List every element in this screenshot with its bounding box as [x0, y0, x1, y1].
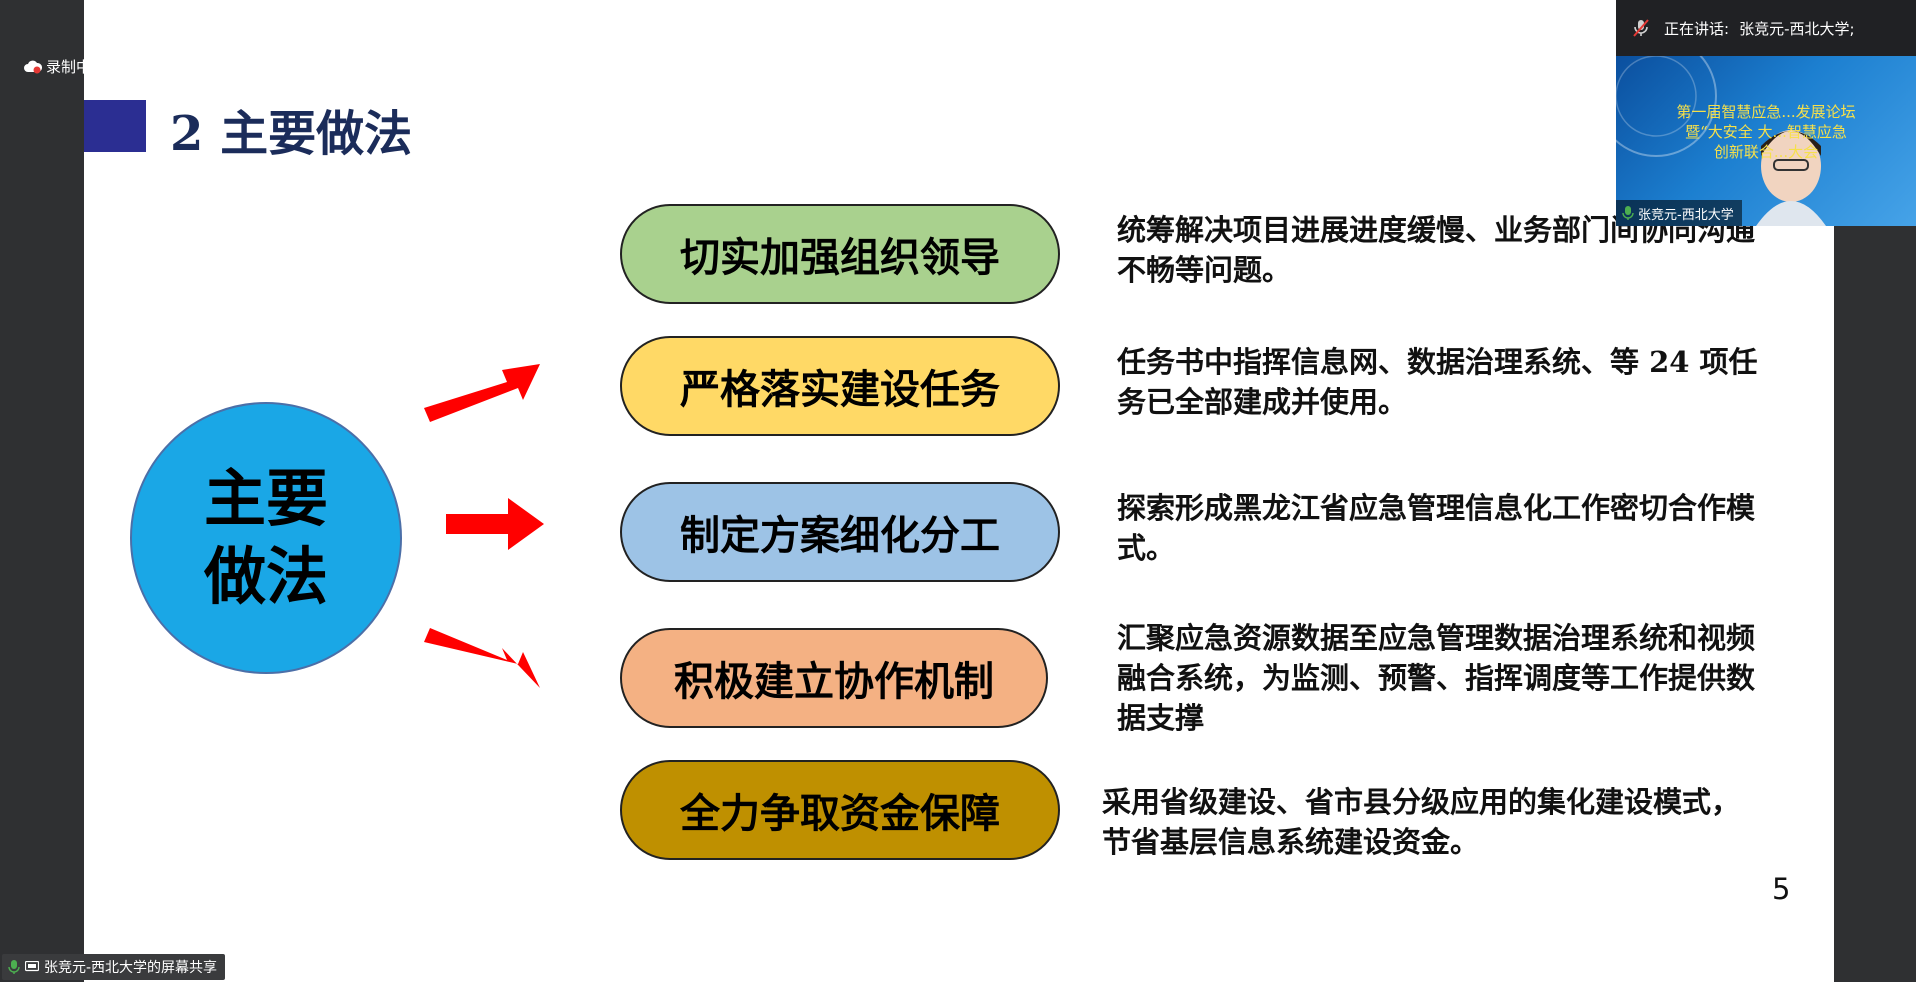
banner-line: 暨“大安全 大...智慧应急 [1685, 123, 1847, 141]
screen-share-text: 张竞元-西北大学的屏幕共享 [44, 960, 218, 976]
pill-item-3: 制定方案细化分工 [620, 482, 1060, 582]
banner-line: 第一届智慧应急...发展论坛 [1676, 103, 1856, 121]
active-speaker-panel[interactable]: 正在讲话: 张竞元-西北大学; 第一届智慧应急...发展论坛 暨“大安全 大..… [1616, 0, 1916, 226]
slide-page-number: 5 [1772, 872, 1791, 906]
pill-label: 制定方案细化分工 [680, 513, 1000, 559]
slide-title: 2 主要做法 [170, 106, 413, 162]
description-5: 采用省级建设、省市县分级应用的集化建设模式，节省基层信息系统建设资金。 [1102, 785, 1741, 859]
pill-label: 切实加强组织领导 [680, 235, 1000, 281]
arrow-right-icon [446, 498, 544, 550]
speaking-status: 正在讲话: 张竞元-西北大学; [1616, 0, 1916, 56]
central-circle: 主要做法 [130, 402, 402, 674]
speaking-names: 张竞元-西北大学; [1739, 19, 1855, 38]
arrow-down-right-icon [424, 628, 540, 688]
speaker-name-tag: 张竞元-西北大学 [1616, 200, 1742, 226]
speaking-prefix: 正在讲话: [1664, 19, 1730, 38]
pill-label: 严格落实建设任务 [680, 367, 1000, 413]
description-2: 任务书中指挥信息网、数据治理系统、等 24 项任务已全部建成并使用。 [1117, 345, 1758, 419]
pill-label: 全力争取资金保障 [680, 791, 1000, 837]
cloud-record-icon [24, 60, 42, 73]
mic-muted-icon [1633, 19, 1649, 37]
banner-line: 创新联合...大会 [1713, 143, 1819, 161]
recording-label: 录制中 [46, 58, 92, 76]
presentation-slide: 2 主要做法 主要做法 切实加强组织领导 严格落实建设任务 制定方案细化分工 积… [84, 0, 1834, 982]
pill-item-5: 全力争取资金保障 [620, 760, 1060, 860]
description-3: 探索形成黑龙江省应急管理信息化工作密切合作模式。 [1117, 491, 1756, 565]
screen-share-icon [25, 961, 39, 972]
pill-item-2: 严格落实建设任务 [620, 336, 1060, 436]
event-banner: 第一届智慧应急...发展论坛 暨“大安全 大...智慧应急 创新联合...大会 [1646, 102, 1886, 162]
speaker-name: 张竞元-西北大学 [1638, 207, 1734, 223]
recording-indicator[interactable]: 录制中 [24, 56, 91, 77]
description-4: 汇聚应急资源数据至应急管理数据治理系统和视频融合系统，为监测、预警、指挥调度等工… [1117, 621, 1756, 735]
pill-item-1: 切实加强组织领导 [620, 204, 1060, 304]
screen-share-label: 张竞元-西北大学的屏幕共享 [2, 954, 226, 980]
mic-active-icon [8, 960, 20, 974]
mic-active-icon [1622, 206, 1634, 220]
pill-item-4: 积极建立协作机制 [620, 628, 1048, 728]
globe-graphic [1616, 56, 1826, 226]
pill-label: 积极建立协作机制 [674, 659, 994, 705]
circle-text: 主要做法 [203, 462, 328, 613]
title-accent-bar [84, 100, 146, 152]
arrow-up-right-icon [424, 364, 540, 422]
speaker-video-feed: 第一届智慧应急...发展论坛 暨“大安全 大...智慧应急 创新联合...大会 … [1616, 56, 1916, 226]
